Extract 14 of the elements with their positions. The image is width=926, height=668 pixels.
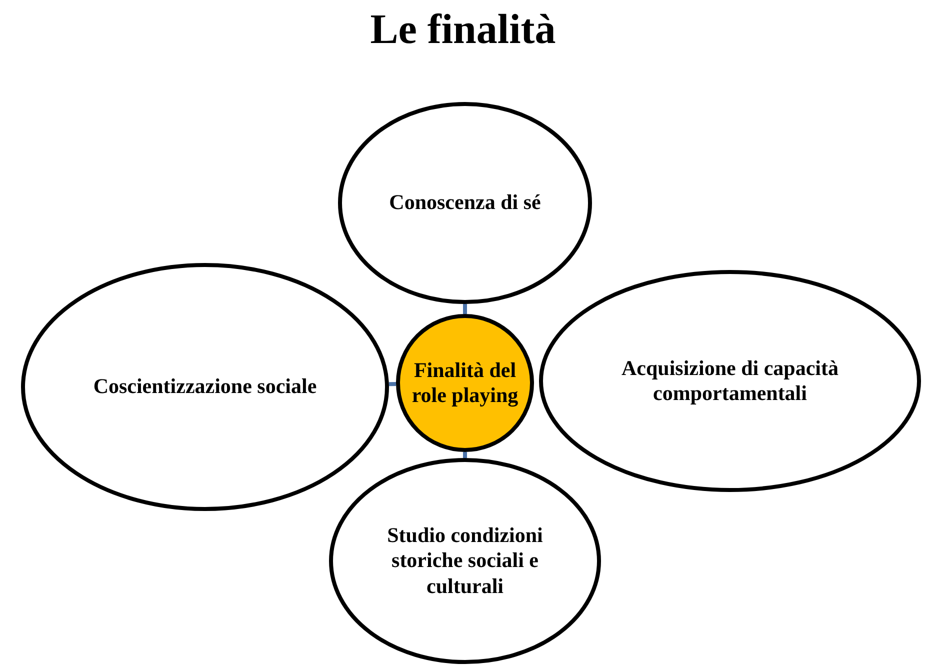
node-label: Studio condizioni storiche sociali e culturali [386,523,544,599]
connector [463,452,467,458]
node-label: Coscientizzazione sociale [92,374,318,400]
ellipse [21,263,389,511]
node-label: Acquisizione di capacità comportamentali [620,356,840,406]
node-label: Finalità del role playing [410,358,520,408]
ellipse [539,270,921,492]
ellipse [329,458,601,664]
node-label: Conoscenza di sé [388,190,542,216]
title: Le finalità [369,6,557,54]
connector [463,304,467,314]
central-circle [396,314,534,452]
connector [388,382,396,386]
ellipse [338,102,592,304]
